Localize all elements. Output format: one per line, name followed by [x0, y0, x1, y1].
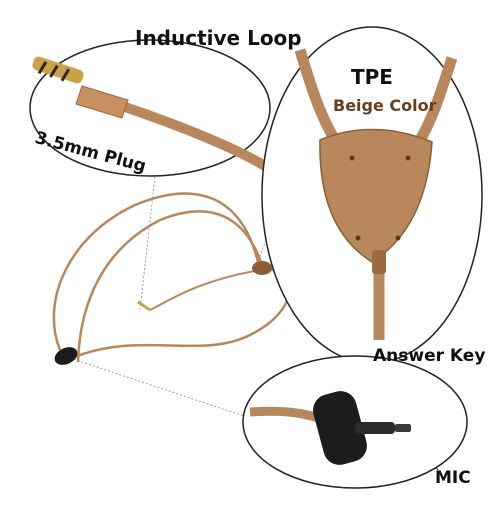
material-label: TPE: [351, 65, 393, 89]
lanyard-cable: [52, 192, 291, 365]
product-title: Inductive Loop: [135, 26, 302, 50]
plug-leader-line: [139, 149, 159, 311]
answer-key-callout: [242, 355, 468, 489]
answer-button: [313, 391, 367, 465]
plug-callout: [29, 39, 273, 177]
mic-tip: [395, 424, 411, 432]
cable-junction: [252, 261, 272, 275]
tpe-junction-callout: [261, 26, 483, 364]
mini-answer-button: [54, 347, 78, 365]
color-label: Beige Color: [333, 96, 437, 115]
mini-plug: [137, 300, 151, 312]
mic-label: MIC: [435, 468, 471, 488]
button-leader-line: [69, 357, 251, 419]
junction-body: [319, 128, 433, 263]
answer-key-label: Answer Key: [373, 346, 486, 366]
